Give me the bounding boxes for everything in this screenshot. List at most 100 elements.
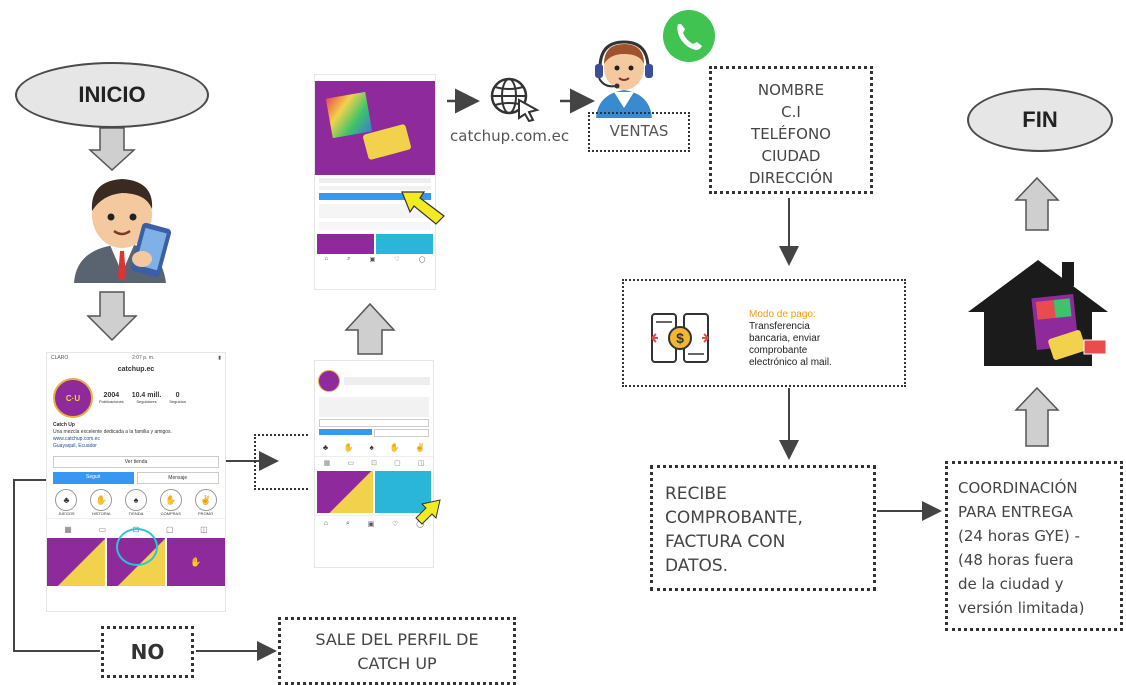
payment-box bbox=[622, 279, 906, 387]
gray-arrow-down-1 bbox=[88, 127, 136, 172]
end-label: FIN bbox=[1022, 107, 1058, 132]
message-button[interactable]: Mensaje bbox=[136, 472, 219, 484]
highlight-juegos[interactable]: JUEGOS bbox=[58, 511, 75, 516]
view-on-website-button[interactable] bbox=[319, 193, 431, 200]
whatsapp-icon bbox=[663, 10, 715, 62]
followers-count: 10.4 mill. bbox=[131, 392, 162, 399]
sales-box bbox=[588, 112, 690, 152]
businessman-phone-icon bbox=[74, 179, 172, 283]
payment-line-4: electrónico al mail. bbox=[749, 357, 832, 368]
more-products-grid bbox=[315, 232, 435, 256]
delivery-box: COORDINACIÓN PARA ENTREGA (24 horas GYE)… bbox=[945, 461, 1123, 631]
reels-icon[interactable]: ▣ bbox=[367, 521, 375, 528]
post-thumbnail[interactable]: ✋ bbox=[167, 538, 225, 586]
field-direccion: DIRECCIÓN bbox=[748, 169, 834, 187]
highlight-promo[interactable]: PROMO bbox=[198, 511, 214, 516]
svg-text:$: $ bbox=[676, 330, 684, 346]
delivery-line-5: de la ciudad y bbox=[958, 575, 1064, 593]
customer-data-box: NOMBRE C.I TELÉFONO CIUDAD DIRECCIÓN bbox=[709, 66, 873, 194]
heart-icon[interactable]: ♡ bbox=[392, 521, 399, 528]
story-highlights: ♣JUEGOS ✋HISTORIA ♠TIENDA ✋COMPRAS ✌PROM… bbox=[47, 484, 225, 518]
product-thumbnail[interactable] bbox=[317, 471, 373, 513]
carrier: CLARO bbox=[51, 355, 69, 361]
profile-icon[interactable]: ◯ bbox=[416, 521, 425, 528]
avatar-2[interactable] bbox=[318, 370, 340, 392]
action-buttons-2 bbox=[319, 429, 429, 437]
exit-box: SALE DEL PERFIL DE CATCH UP bbox=[278, 617, 516, 685]
search-icon[interactable]: ⌕ bbox=[345, 520, 350, 527]
exit-line-2: CATCH UP bbox=[357, 654, 437, 673]
product-title-placeholder bbox=[319, 178, 431, 183]
payment-phones-icon: $ bbox=[651, 313, 709, 363]
payment-line-2: bancaria, enviar bbox=[749, 333, 821, 344]
post-thumbnail[interactable] bbox=[47, 538, 105, 586]
product-image[interactable] bbox=[315, 81, 435, 175]
follow-button-2[interactable] bbox=[319, 429, 372, 435]
more-products-header bbox=[319, 222, 431, 230]
bio-placeholder bbox=[319, 397, 429, 417]
status-bar: CLARO 2:07 p. m. ▮ bbox=[47, 353, 225, 363]
avatar[interactable]: C·U bbox=[53, 378, 93, 418]
grid-tab-icon[interactable]: ▦ bbox=[64, 525, 72, 534]
posts-count: 2004 bbox=[103, 392, 120, 399]
exit-line-1: SALE DEL PERFIL DE bbox=[315, 630, 479, 649]
shop-button-2[interactable] bbox=[319, 419, 429, 427]
shop-header bbox=[315, 367, 433, 395]
shop-products-grid bbox=[315, 469, 433, 515]
product-details-placeholder bbox=[319, 204, 431, 218]
following-label: Seguidos bbox=[169, 399, 186, 404]
start-label: INICIO bbox=[78, 82, 146, 107]
payment-title: Modo de pago: bbox=[749, 309, 816, 320]
battery-icon: ▮ bbox=[218, 355, 221, 361]
field-ciudad: CIUDAD bbox=[761, 147, 821, 165]
stats-placeholder bbox=[344, 377, 430, 385]
shop-button[interactable]: Ver tienda bbox=[53, 456, 219, 468]
bio-text: Una mezcla excelente dedicada a la famil… bbox=[53, 429, 172, 435]
product-thumbnail-selected[interactable] bbox=[375, 471, 431, 513]
highlight-historia[interactable]: HISTORIA bbox=[91, 511, 111, 516]
house-icon bbox=[968, 260, 1108, 366]
gray-arrow-up-house bbox=[1014, 386, 1060, 447]
igtv-tab-icon[interactable]: ▭ bbox=[98, 525, 107, 534]
no-label: NO bbox=[130, 640, 165, 664]
field-telefono: TELÉFONO bbox=[751, 125, 831, 143]
profile-bio: Catch Up Una mezcla excelente dedicada a… bbox=[47, 420, 225, 452]
payment-line-3: comprobante bbox=[749, 345, 808, 356]
related-product[interactable] bbox=[376, 234, 433, 254]
following-count: 0 bbox=[175, 392, 180, 399]
no-branch-line bbox=[13, 479, 100, 652]
website-url[interactable]: catchup.com.ec bbox=[450, 127, 570, 145]
action-buttons: Seguir Mensaje bbox=[53, 472, 219, 484]
guides-tab-icon[interactable]: ▢ bbox=[165, 525, 174, 534]
instagram-product-screenshot: ⌂⌕▣♡◯ bbox=[314, 74, 436, 290]
follow-button[interactable]: Seguir bbox=[53, 472, 134, 484]
receipt-box: RECIBE COMPROBANTE, FACTURA CON DATOS. bbox=[650, 465, 876, 591]
bio-link[interactable]: www.catchup.com.ec bbox=[53, 436, 100, 442]
highlight-compras[interactable]: COMPRAS bbox=[160, 511, 181, 516]
gray-arrow-up-fin bbox=[1014, 176, 1060, 231]
bio-location[interactable]: Guayaquil, Ecuador bbox=[53, 443, 97, 449]
field-nombre: NOMBRE bbox=[757, 81, 825, 99]
sales-label: VENTAS bbox=[609, 122, 669, 140]
yellow-pointer-arrow-3 bbox=[401, 191, 445, 225]
home-icon[interactable]: ⌂ bbox=[323, 520, 329, 527]
no-box: NO bbox=[101, 626, 194, 678]
tagged-tab-icon[interactable]: ◫ bbox=[200, 525, 208, 534]
payment-line-1: Transferencia bbox=[749, 321, 810, 332]
field-ci: C.I bbox=[781, 103, 801, 121]
followers-label: Seguidores bbox=[136, 399, 157, 404]
shop-selection-marker bbox=[254, 434, 308, 490]
call-center-agent-icon bbox=[595, 40, 653, 118]
message-button-2[interactable] bbox=[374, 429, 429, 437]
receipt-line-1: RECIBE bbox=[665, 484, 727, 504]
receipt-line-3: FACTURA CON bbox=[665, 532, 786, 552]
delivery-line-6: versión limitada) bbox=[958, 599, 1085, 617]
highlight-tienda[interactable]: TIENDA bbox=[128, 511, 144, 516]
gray-arrow-up-phones bbox=[344, 302, 396, 355]
bottom-nav-3: ⌂⌕▣♡◯ bbox=[324, 256, 426, 263]
related-product[interactable] bbox=[317, 234, 374, 254]
globe-cursor-icon bbox=[490, 77, 540, 122]
